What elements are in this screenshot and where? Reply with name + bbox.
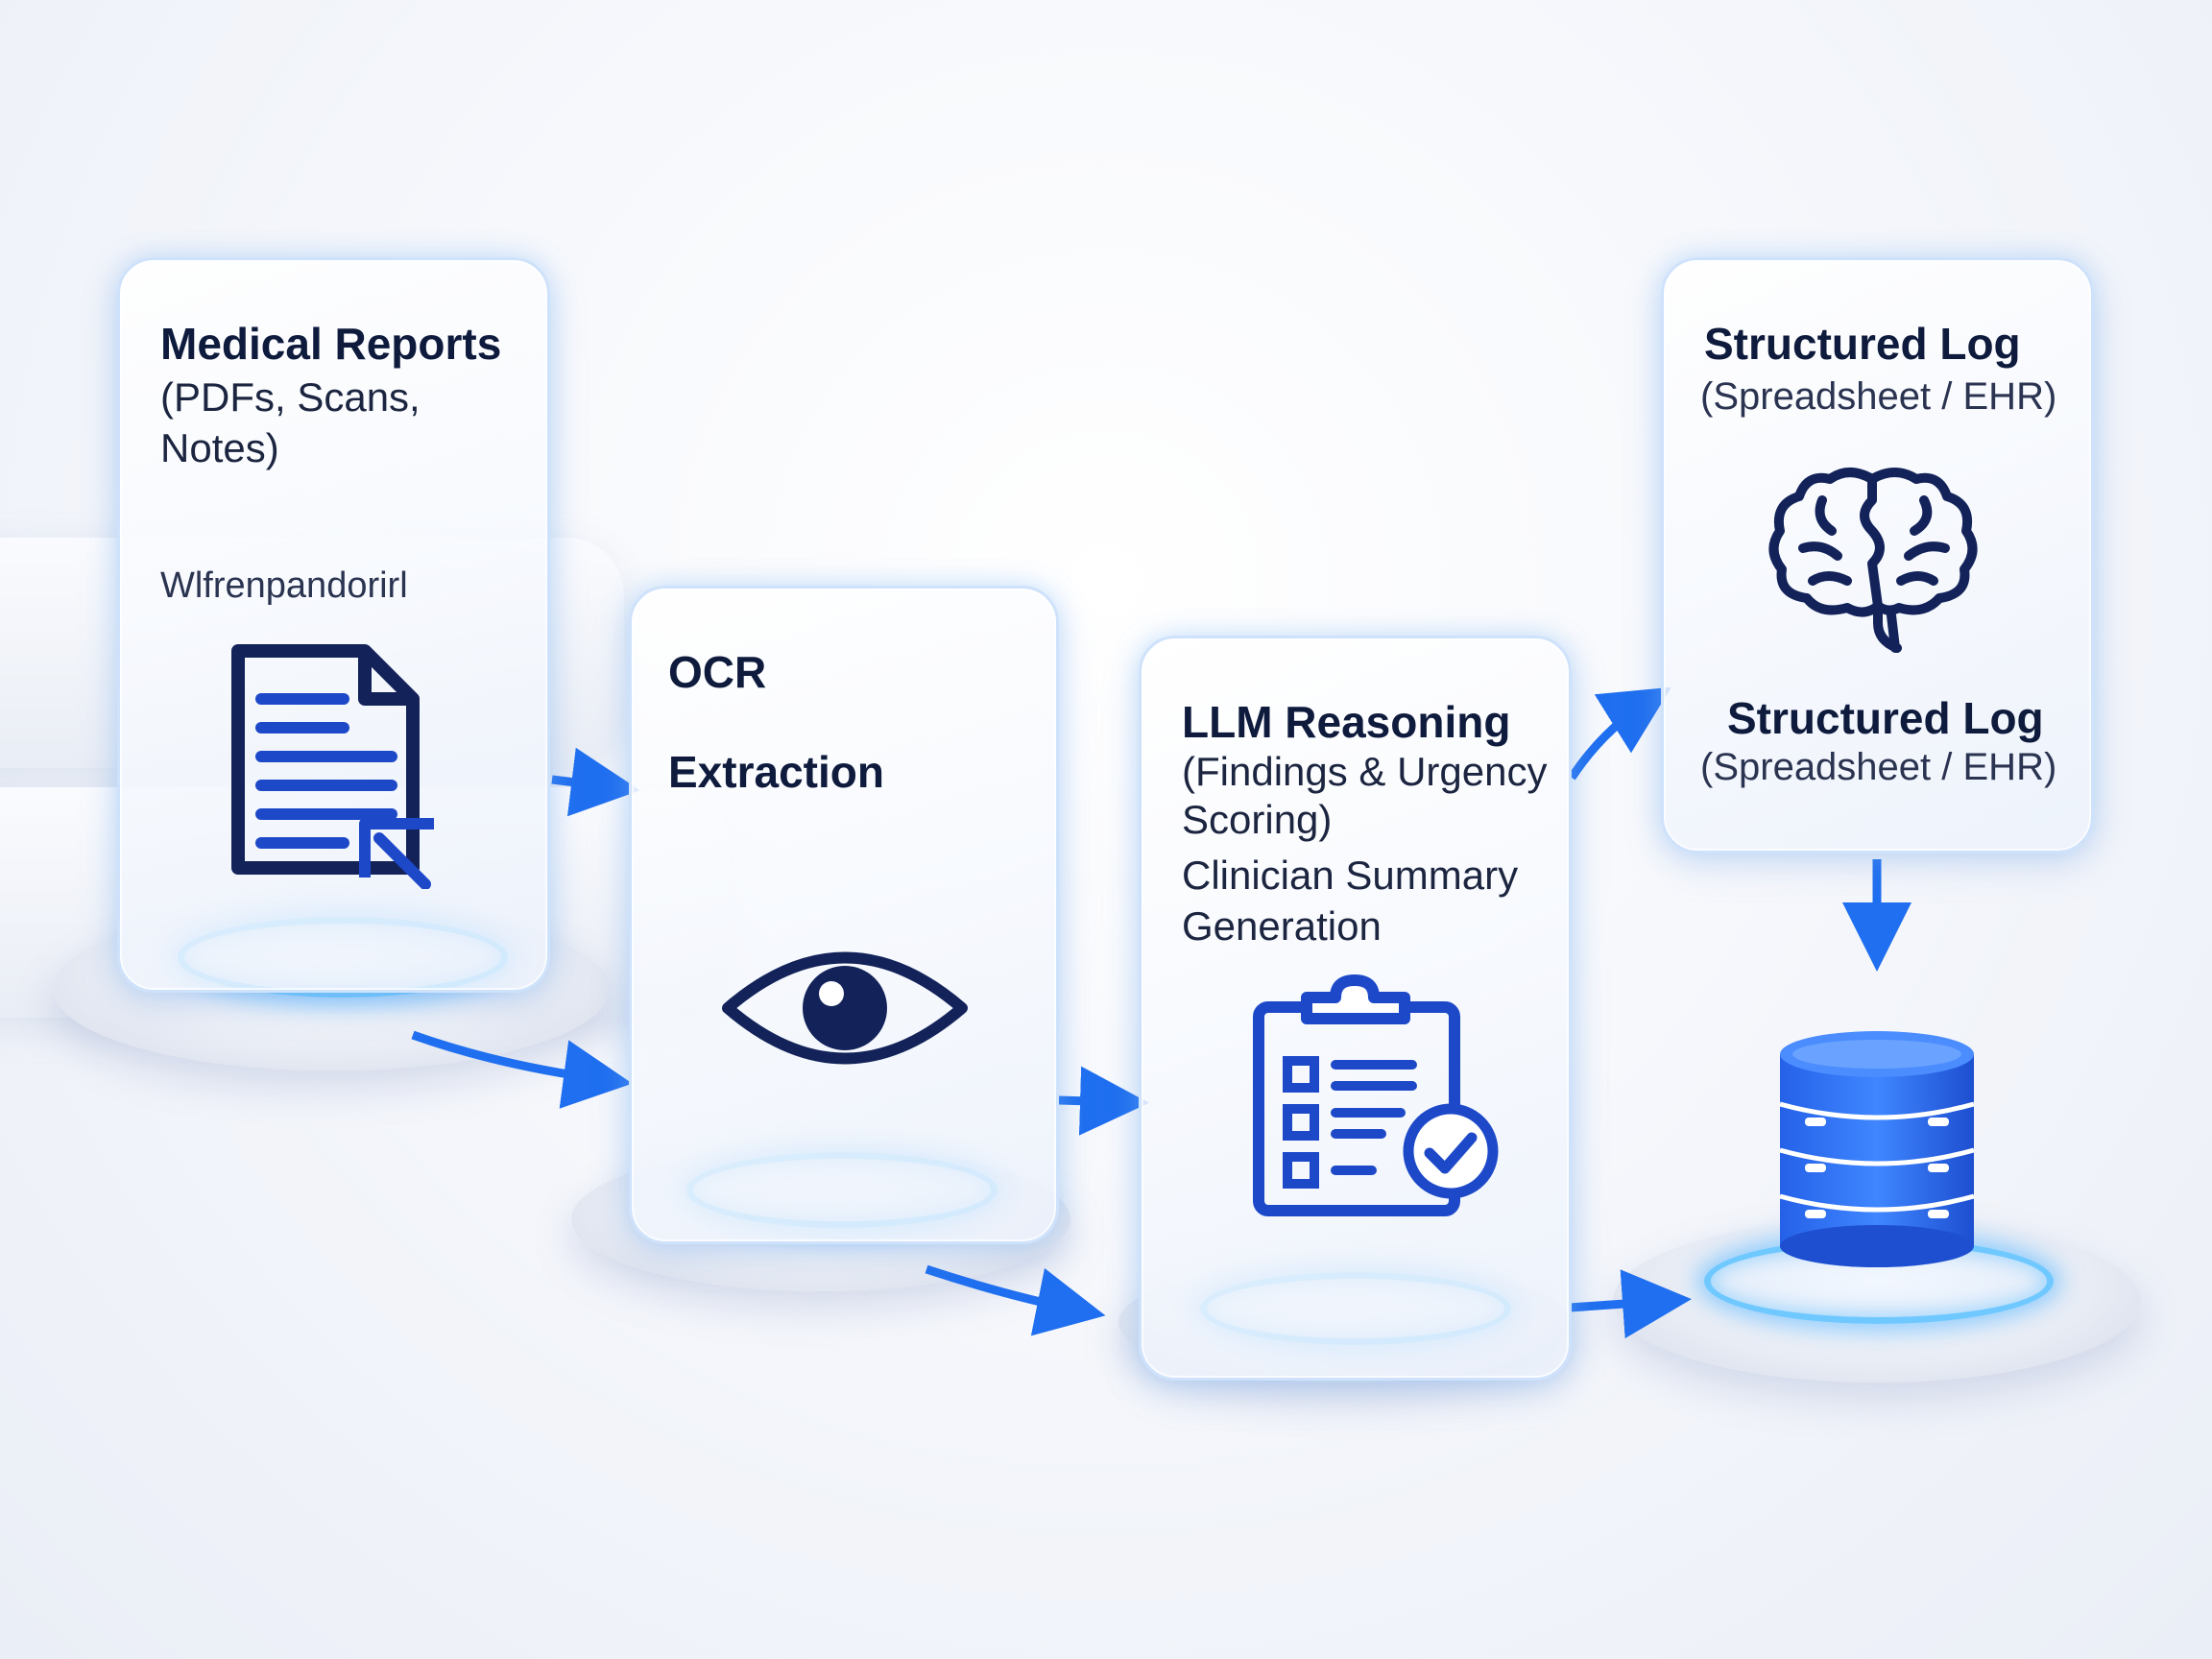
node-subtitle-line: (Findings & Urgency xyxy=(1182,749,1548,794)
arrow-reports-to-ocr-lower xyxy=(411,1030,633,1109)
node-caption: Wlfrenpandorirl xyxy=(160,565,408,606)
brain-icon xyxy=(1768,468,1978,653)
node-subtitle: (Spreadsheet / EHR) xyxy=(1700,375,2057,418)
node-title: Medical Reports xyxy=(160,319,502,369)
clipboard-check-icon xyxy=(1253,974,1499,1216)
card-llm-reasoning: LLM Reasoning (Findings & Urgency Scorin… xyxy=(1139,636,1572,1381)
eye-icon xyxy=(722,951,968,1065)
card-medical-reports: Medical Reports (PDFs, Scans, Notes) Wlf… xyxy=(117,257,550,993)
database-icon xyxy=(1779,1031,1975,1267)
arrow-reports-to-ocr-upper xyxy=(551,747,640,817)
node-title-secondary: Structured Log xyxy=(1727,693,2044,743)
arrow-ocr-to-llm-lower xyxy=(925,1264,1106,1336)
node-subtitle-line: (PDFs, Scans, xyxy=(160,374,421,420)
arrow-llm-to-storage xyxy=(1569,1269,1692,1339)
node-title: LLM Reasoning xyxy=(1182,697,1511,747)
node-subtitle-secondary: (Spreadsheet / EHR) xyxy=(1700,746,2057,788)
node-title-line: Extraction xyxy=(668,747,884,797)
node-subtitle-line: Notes) xyxy=(160,425,279,470)
arrow-ocr-to-llm-upper xyxy=(1058,1066,1149,1136)
node-title: Structured Log xyxy=(1704,319,2021,369)
node-subtitle-line: Clinician Summary xyxy=(1182,853,1519,898)
node-title-line: OCR xyxy=(668,647,767,697)
document-icon xyxy=(231,644,434,889)
node-subtitle-line: Scoring) xyxy=(1182,797,1333,842)
card-ocr-extraction: OCR Extraction xyxy=(629,586,1059,1244)
node-subtitle-line: Generation xyxy=(1182,903,1382,949)
arrow-llm-to-log xyxy=(1568,686,1671,781)
card-structured-log: Structured Log (Spreadsheet / EHR) Struc… xyxy=(1661,257,2094,854)
